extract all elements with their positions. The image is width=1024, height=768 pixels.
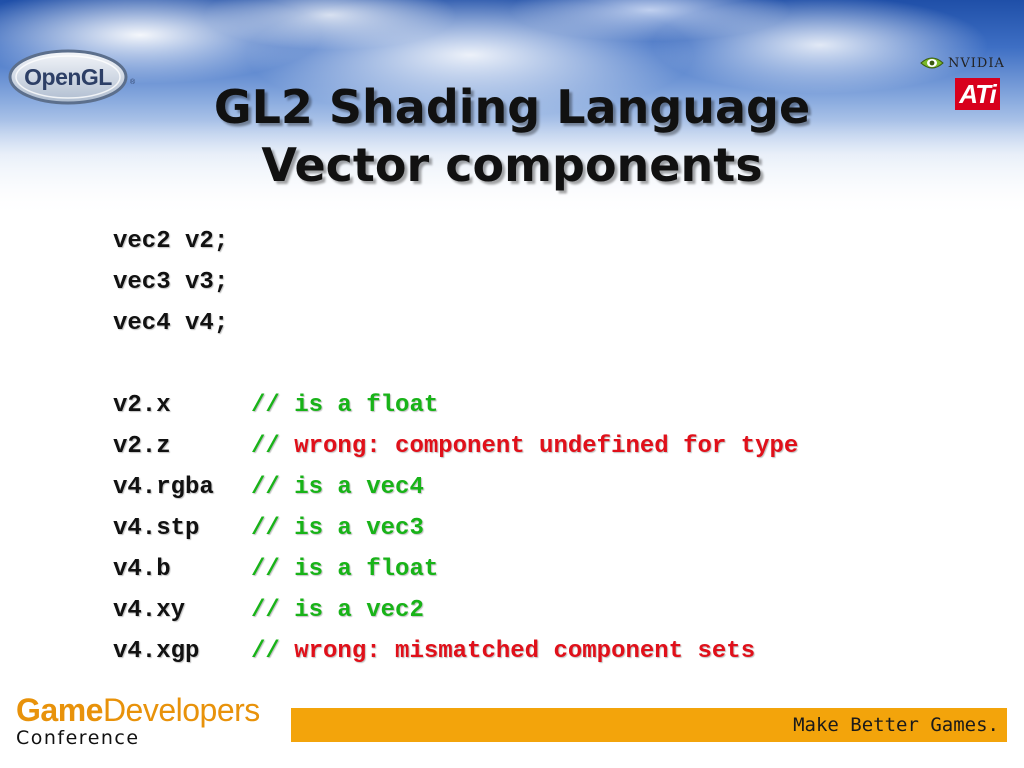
swizzle-expression: v4.xgp: [113, 638, 200, 665]
footer-bar: Make Better Games.: [291, 708, 1007, 742]
comment-error: wrong: mismatched component sets: [294, 638, 756, 665]
opengl-logo: OpenGL ®: [8, 49, 136, 105]
title-line-2: Vector components: [261, 138, 763, 192]
swizzle-line: v2.z // wrong: component undefined for ty…: [113, 431, 973, 472]
background-fade: [0, 120, 1024, 220]
swizzle-line: v4.b // is a float: [113, 554, 973, 595]
swizzle-expression: v2.x: [113, 392, 171, 419]
svg-text:®: ®: [130, 78, 136, 86]
swizzle-expression: v2.z: [113, 433, 171, 460]
slide-title: GL2 Shading Language Vector components: [0, 78, 1024, 194]
gdc-game-text: Game: [16, 692, 103, 728]
comment-marker: //: [251, 515, 280, 542]
opengl-logo-text: OpenGL: [24, 64, 112, 90]
comment-valid: is a vec3: [294, 515, 424, 542]
swizzle-line: v4.xgp // wrong: mismatched component set…: [113, 636, 973, 677]
code-block: vec2 v2; vec3 v3; vec4 v4; v2.x // is a f…: [113, 226, 973, 677]
comment-valid: is a vec2: [294, 597, 424, 624]
swizzle-expression: v4.stp: [113, 515, 200, 542]
comment-marker: //: [251, 392, 280, 419]
declaration-line: vec4 v4;: [113, 310, 229, 337]
swizzle-expression: v4.rgba: [113, 474, 214, 501]
gdc-conference-text: Conference: [16, 727, 140, 749]
comment-marker: //: [251, 556, 280, 583]
swizzle-expression: v4.b: [113, 556, 171, 583]
swizzle-line: v2.x // is a float: [113, 390, 973, 431]
gdc-logo: GameDevelopers Conference: [16, 693, 286, 753]
swizzle-line: v4.xy // is a vec2: [113, 595, 973, 636]
code-spacer: [113, 349, 973, 390]
swizzle-expression: v4.xy: [113, 597, 186, 624]
declaration-line: vec3 v3;: [113, 269, 229, 296]
swizzle-line: v4.stp // is a vec3: [113, 513, 973, 554]
comment-valid: is a vec4: [294, 474, 424, 501]
footer-tagline: Make Better Games.: [793, 714, 999, 736]
swizzle-line: v4.rgba // is a vec4: [113, 472, 973, 513]
comment-valid: is a float: [294, 556, 439, 583]
title-line-1: GL2 Shading Language: [213, 80, 811, 134]
gdc-logo-top: GameDevelopers: [16, 693, 286, 727]
comment-valid: is a float: [294, 392, 439, 419]
gdc-developers-text: Developers: [102, 692, 260, 728]
comment-error: wrong: component undefined for type: [294, 433, 799, 460]
comment-marker: //: [251, 433, 280, 460]
comment-marker: //: [251, 638, 280, 665]
comment-marker: //: [251, 474, 280, 501]
comment-marker: //: [251, 597, 280, 624]
ati-logo: ATi: [955, 78, 1000, 110]
nvidia-eye-icon: [920, 57, 944, 69]
nvidia-logo-text: NVIDIA: [948, 55, 1005, 71]
declaration-line: vec2 v2;: [113, 228, 229, 255]
nvidia-logo: NVIDIA: [920, 52, 1020, 74]
